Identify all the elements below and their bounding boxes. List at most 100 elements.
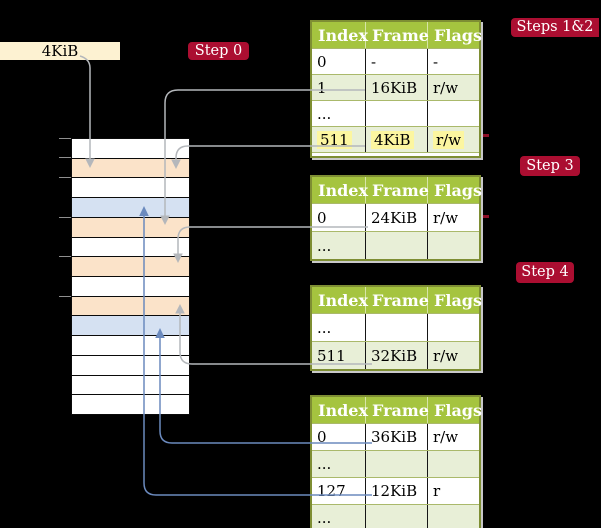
table-cell — [365, 451, 427, 477]
highlighted-value: 511 — [317, 130, 352, 149]
table-cell: ... — [317, 318, 332, 337]
table-cell: r — [427, 478, 479, 504]
table-cell: ... — [317, 104, 332, 123]
memory-frame-row-orange — [72, 216, 189, 237]
table-row: ... — [312, 450, 479, 477]
table-cell: 0 — [317, 208, 327, 227]
memory-tick — [59, 177, 71, 179]
table-cell: ... — [317, 509, 332, 527]
table-row: 511 4KiB r/w — [312, 126, 479, 152]
column-header: Flags — [427, 397, 482, 423]
column-header: Flags — [427, 287, 482, 313]
table-cell: 16KiB — [365, 75, 427, 100]
highlighted-value: r/w — [433, 130, 465, 149]
table-cell: - — [427, 49, 479, 74]
memory-frame-row-white — [72, 354, 189, 375]
column-header: Index — [318, 290, 369, 310]
memory-frame-row-orange — [72, 295, 189, 316]
memory-frame-row-blue — [72, 315, 189, 336]
table-cell: 0 — [317, 428, 327, 446]
column-header: Index — [318, 180, 369, 200]
column-header: Frame — [365, 22, 429, 48]
table-cell — [365, 232, 427, 259]
memory-tick — [59, 157, 71, 159]
table-cell — [427, 232, 479, 259]
memory-frame-row-white — [72, 276, 189, 296]
table-cell: ... — [317, 236, 332, 255]
memory-tick — [59, 295, 71, 297]
memory-frame-row-white — [72, 177, 189, 198]
memory-frame-row-white — [72, 335, 189, 355]
table-row: ... — [312, 231, 479, 259]
table-cell: 0 — [317, 52, 327, 71]
table-cell: 4KiB — [365, 127, 427, 152]
table-cell: r/w — [427, 204, 479, 231]
memory-tick — [59, 216, 71, 218]
table-cell: 12KiB — [365, 478, 427, 504]
memory-frame-row-blue — [72, 197, 189, 217]
table-row: ... — [312, 504, 479, 528]
table-cell: r/w — [427, 424, 479, 450]
column-header: Frame — [365, 177, 429, 203]
column-header: Frame — [365, 397, 429, 423]
table-cell — [365, 314, 427, 341]
red-arrow-stub-table2 — [483, 215, 489, 218]
table-cell: 32KiB — [365, 342, 427, 369]
table-row: 0 -- — [312, 48, 479, 74]
table-cell: 511 — [312, 127, 365, 152]
column-header: Index — [318, 25, 369, 45]
memory-frame-row-white — [72, 236, 189, 257]
table-cell: 511 — [317, 346, 346, 365]
table-cell: 1 — [317, 78, 327, 97]
badge-step-3: Step 3 — [520, 156, 580, 176]
table-cell: ... — [317, 455, 332, 473]
memory-tick — [59, 137, 71, 139]
table-cell — [365, 505, 427, 528]
physical-memory-column — [71, 138, 190, 415]
frame-size-label: 4KiB — [0, 42, 120, 60]
memory-frame-row-orange — [72, 256, 189, 277]
table-cell: - — [365, 49, 427, 74]
table-cell: r/w — [427, 75, 479, 100]
table-row: ... — [312, 313, 479, 341]
table-row: ... — [312, 100, 479, 126]
red-arrow-stub-table1 — [483, 134, 489, 137]
table-cell: r/w — [427, 342, 479, 369]
table-cell — [427, 451, 479, 477]
memory-frame-row-white — [72, 139, 189, 158]
badge-step-0: Step 0 — [188, 42, 249, 60]
table-cell — [365, 101, 427, 126]
table-cell: 24KiB — [365, 204, 427, 231]
table-cell: r/w — [427, 127, 479, 152]
memory-frame-row-orange — [72, 157, 189, 178]
table-cell — [427, 314, 479, 341]
memory-frame-row-white — [72, 374, 189, 395]
memory-tick — [59, 256, 71, 258]
column-header: Index — [318, 400, 369, 420]
table-cell: 36KiB — [365, 424, 427, 450]
memory-frame-row-white — [72, 394, 189, 415]
column-header: Flags — [427, 177, 482, 203]
table-cell — [427, 101, 479, 126]
badge-steps-1-2: Steps 1&2 — [511, 18, 599, 37]
column-header: Flags — [427, 22, 482, 48]
table-cutoff-stub — [312, 152, 479, 156]
badge-step-4: Step 4 — [516, 262, 574, 283]
highlighted-value: 4KiB — [371, 130, 414, 149]
column-header: Frame — [365, 287, 429, 313]
table-cell — [427, 505, 479, 528]
